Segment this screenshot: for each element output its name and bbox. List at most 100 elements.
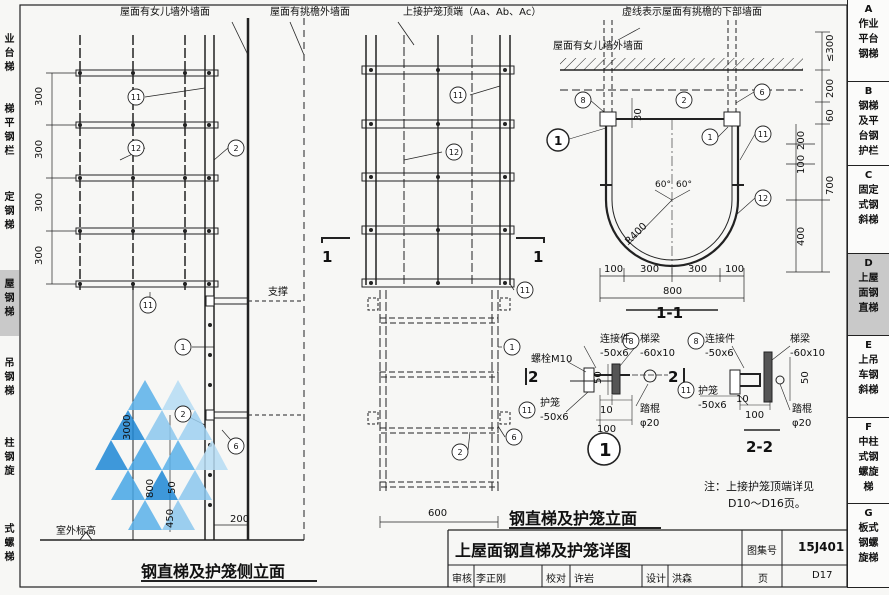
page-label: 页 (758, 574, 768, 585)
title-block-frame (447, 529, 847, 587)
dim-sec-bottom-2: 300 (640, 264, 659, 275)
side-elevation (40, 18, 305, 541)
callout-6: 6 (759, 88, 764, 97)
callout-11: 11 (143, 301, 153, 310)
label-section-parapet: 屋面有女儿墙外墙面 (553, 39, 643, 52)
callout-6: 6 (511, 433, 516, 442)
label-side-parapet: 屋面有女儿墙外墙面 (120, 5, 210, 18)
callout-8: 8 (580, 96, 585, 105)
left-tab-5[interactable]: 柱钢旋 (4, 438, 15, 477)
dim-side-800: 800 (145, 479, 156, 498)
dim-sec-bottom-3: 300 (688, 264, 707, 275)
dim-front-600: 600 (428, 508, 447, 519)
side-bolts (78, 71, 212, 507)
label-rung: 踏棍 (640, 402, 660, 415)
left-tab-3[interactable]: 屋钢梯 (0, 270, 19, 336)
dim-sec-200b: 200 (796, 131, 807, 150)
check-label: 校对 (546, 574, 566, 585)
label-connector-1: 连接件 (600, 332, 630, 345)
left-tab-strip: 业台梯 梯平钢栏 定钢梯 屋钢梯 吊钢梯 柱钢旋 式螺梯 (0, 5, 19, 587)
dim-sec-200: 200 (825, 79, 836, 98)
front-view-title-underline (509, 527, 661, 529)
detail-1 (525, 345, 685, 425)
label-rung-2-size: φ20 (792, 418, 811, 429)
callout-2: 2 (457, 448, 462, 457)
label-connector-2: 连接件 (705, 332, 735, 345)
dim-side-200: 200 (230, 514, 249, 525)
atlas-label: 图集号 (747, 546, 777, 557)
left-tab-1[interactable]: 梯平钢栏 (4, 104, 15, 157)
callout-12: 12 (449, 148, 459, 157)
design-label: 设计 (646, 574, 666, 585)
dim-side-300-2: 300 (34, 140, 45, 159)
left-tab-4[interactable]: 吊钢梯 (4, 358, 15, 397)
callout-11: 11 (522, 406, 532, 415)
label-beam-1-size: -60x10 (640, 348, 675, 359)
dim-sec-800: 800 (663, 286, 682, 297)
label-cage-2: 护笼 (698, 384, 718, 397)
label-r400: R400 (623, 221, 649, 247)
detail-1-title: 1 (599, 440, 612, 461)
note-line-2: D10～D16页。 (728, 497, 806, 510)
callout-11: 11 (758, 130, 768, 139)
checker-name: 许岩 (574, 574, 594, 585)
dim-sec-30: 30 (633, 108, 644, 121)
callout-12: 12 (758, 194, 768, 203)
label-support: 支撑 (268, 285, 288, 298)
dim-sec-400: 400 (796, 227, 807, 246)
left-tab-0[interactable]: 业台梯 (4, 34, 15, 73)
label-dashed-eave: 虚线表示屋面有挑檐的下部墙面 (622, 5, 762, 18)
dim-sec-bottom-1: 100 (604, 264, 623, 275)
label-front-top: 上接护笼顶端（Aa、Ab、Ac） (403, 5, 541, 18)
callout-2: 2 (681, 96, 686, 105)
side-view-title: 钢直梯及护笼侧立面 (141, 562, 286, 581)
cut-mark-2-left: 2 (528, 368, 538, 386)
section-1-1-title: 1-1 (656, 304, 683, 322)
dim-sec-le300: ≤300 (825, 35, 836, 62)
callout-2: 2 (233, 144, 238, 153)
side-view-title-underline (141, 580, 317, 582)
callout-11: 11 (681, 386, 691, 395)
drawing-title: 上屋面钢直梯及护笼详图 (455, 541, 632, 560)
label-cage: 护笼 (540, 396, 560, 409)
left-tab-6[interactable]: 式螺梯 (4, 524, 15, 563)
cut-mark-2-right: 2 (668, 368, 678, 386)
label-connector-2-size: -50x6 (705, 348, 734, 359)
section-1-1 (560, 20, 830, 311)
dim-sec-700: 700 (825, 176, 836, 195)
label-beam-2: 梯梁 (790, 332, 810, 345)
dim-d1-10: 10 (600, 405, 613, 416)
front-bolts (369, 68, 507, 285)
dim-d2-10: 10 (736, 394, 749, 405)
callout-11: 11 (453, 91, 463, 100)
label-beam-2-size: -60x10 (790, 348, 825, 359)
label-connector-1-size: -50x6 (600, 348, 629, 359)
reviewer-name: 李正刚 (476, 574, 506, 585)
callout-1: 1 (180, 343, 185, 352)
dim-side-300-4: 300 (34, 246, 45, 265)
callout-11: 11 (520, 286, 530, 295)
dim-d1-50: 50 (593, 371, 604, 384)
dim-side-50: 50 (167, 481, 178, 494)
dim-d1-100: 100 (597, 424, 616, 435)
callout-6: 6 (233, 442, 238, 451)
left-tab-2[interactable]: 定钢梯 (4, 192, 15, 231)
detail-2-2 (700, 345, 791, 431)
note-line-1: 注：上接护笼顶端详见 (704, 480, 814, 493)
section-2-2-title: 2-2 (746, 438, 773, 456)
label-cage-size: -50x6 (540, 412, 569, 423)
label-beam-1: 梯梁 (640, 332, 660, 345)
page-number: D17 (812, 570, 833, 581)
label-rung-size: φ20 (640, 418, 659, 429)
label-bolt: 螺栓M10 (531, 352, 572, 365)
callout-1: 1 (509, 343, 514, 352)
dim-d2-50: 50 (800, 371, 811, 384)
callout-8: 8 (628, 337, 633, 346)
